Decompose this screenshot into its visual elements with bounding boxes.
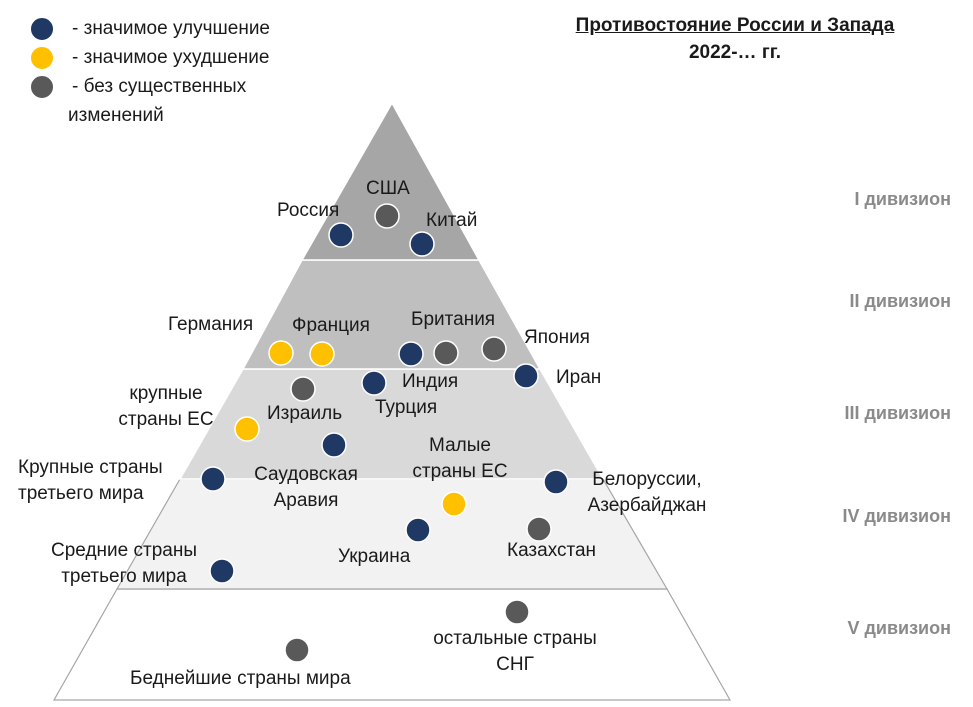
node-label-турция: Турция: [375, 397, 438, 418]
node-dot-малые: [441, 491, 467, 517]
node-label-беднейшие-страны-мира: Беднейшие страны мира: [130, 668, 351, 689]
title-line-2: 2022-… гг.: [688, 42, 782, 63]
node-dot-6: [433, 340, 459, 366]
node-dot-россия: [328, 222, 354, 248]
legend-label: - без существенных: [72, 76, 247, 97]
node-dot-крупные: [234, 416, 260, 442]
node-dot-франция: [309, 341, 335, 367]
node-label-индия: Индия: [402, 371, 459, 392]
node-dot-крупные-страны: [200, 466, 226, 492]
dots-layer: [200, 203, 569, 663]
division-label-2: II дивизион: [849, 291, 951, 311]
node-dot-остальные-страны: [504, 599, 530, 625]
node-dot-британия: [398, 341, 424, 367]
node-dot-германия: [268, 340, 294, 366]
node-dot-казахстан: [526, 516, 552, 542]
division-label-1: I дивизион: [854, 189, 951, 209]
legend: - значимое улучшение - значимое ухудшени…: [30, 16, 270, 129]
node-label-франция: Франция: [292, 315, 370, 336]
legend-label: - значимое улучшение: [72, 18, 270, 39]
page-title: Противостояние России и Запада 2022-… гг…: [545, 12, 925, 66]
division-label-5: V дивизион: [847, 618, 951, 638]
legend-dot-deterioration: [30, 46, 54, 70]
legend-label: - значимое ухудшение: [72, 47, 270, 68]
node-dot-беднейшие-страны-мира: [284, 637, 310, 663]
node-label-казахстан: Казахстан: [507, 540, 597, 561]
legend-item-deterioration: - значимое ухудшение: [30, 45, 270, 74]
node-dot-китай: [409, 231, 435, 257]
division-label-3: III дивизион: [844, 403, 951, 423]
node-dot-украина: [405, 517, 431, 543]
node-dot-япония: [481, 336, 507, 362]
node-label-россия: Россия: [277, 200, 340, 221]
tier-i: [300, 101, 481, 261]
node-dot-иран: [513, 363, 539, 389]
node-label-германия: Германия: [168, 314, 254, 335]
node-dot-саудовская: [321, 432, 347, 458]
node-label-китай: Китай: [426, 210, 478, 231]
node-dot-индия: [361, 370, 387, 396]
node-label-израиль: Израиль: [267, 403, 343, 424]
node-dot-средние-страны: [209, 558, 235, 584]
node-label-британия: Британия: [411, 309, 496, 330]
legend-item-no-change: - без существенных: [30, 74, 270, 103]
legend-item-improvement: - значимое улучшение: [30, 16, 270, 45]
node-label-иран: Иран: [556, 367, 602, 388]
node-label-украина: Украина: [338, 546, 411, 567]
node-label-япония: Япония: [524, 327, 590, 348]
legend-label-continued: изменений: [68, 105, 164, 126]
node-label-сша: США: [366, 178, 410, 199]
legend-dot-improvement: [30, 17, 54, 41]
title-line-1: Противостояние России и Запада: [575, 15, 895, 36]
node-label-белоруссии: Белоруссии,Азербайджан: [587, 469, 707, 516]
node-dot-израиль: [290, 376, 316, 402]
node-dot-сша: [374, 203, 400, 229]
legend-dot-no-change: [30, 75, 54, 99]
division-label-4: IV дивизион: [842, 506, 951, 526]
node-dot-белоруссии: [543, 469, 569, 495]
